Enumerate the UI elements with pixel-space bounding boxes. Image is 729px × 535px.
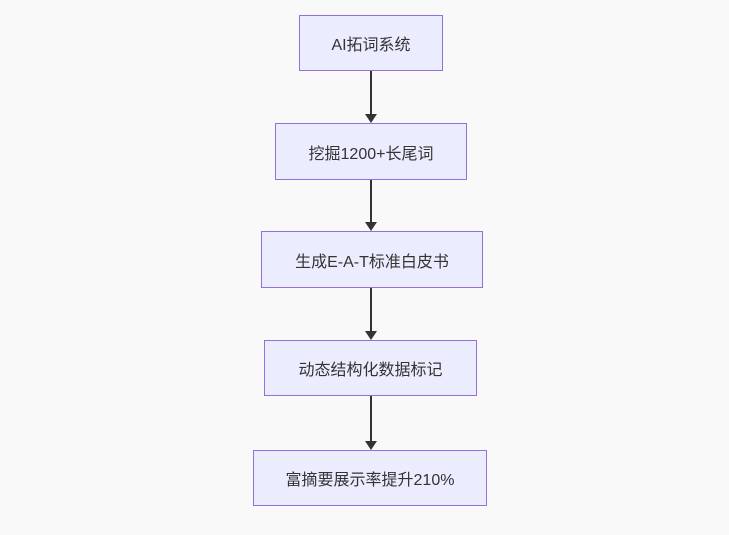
arrow-down-icon [365,114,377,123]
flowchart-edge-d-e [364,396,378,450]
flowchart-edge-b-c [364,180,378,231]
flowchart-node-label: 挖掘1200+长尾词 [308,145,434,163]
edge-line [370,71,372,114]
edge-line [370,180,372,222]
flowchart-node-label: AI拓词系统 [331,37,411,54]
flowchart-node-longtail-mining: 挖掘1200+长尾词 [275,123,467,180]
flowchart-node-label: 富摘要展示率提升210% [285,472,455,489]
flowchart-node-label: 生成E-A-T标准白皮书 [295,253,449,271]
edge-line [370,396,372,441]
flowchart-node-label: 动态结构化数据标记 [298,362,443,379]
flowchart-edge-a-b [364,71,378,123]
edge-line [370,288,372,331]
flowchart-edge-c-d [364,288,378,340]
flowchart-node-structured-data: 动态结构化数据标记 [264,340,477,396]
arrow-down-icon [365,331,377,340]
flowchart-node-eat-whitepaper: 生成E-A-T标准白皮书 [261,231,483,288]
flowchart-node-rich-snippet-result: 富摘要展示率提升210% [253,450,487,506]
arrow-down-icon [365,441,377,450]
flowchart-node-ai-word-expansion: AI拓词系统 [299,15,443,71]
arrow-down-icon [365,222,377,231]
